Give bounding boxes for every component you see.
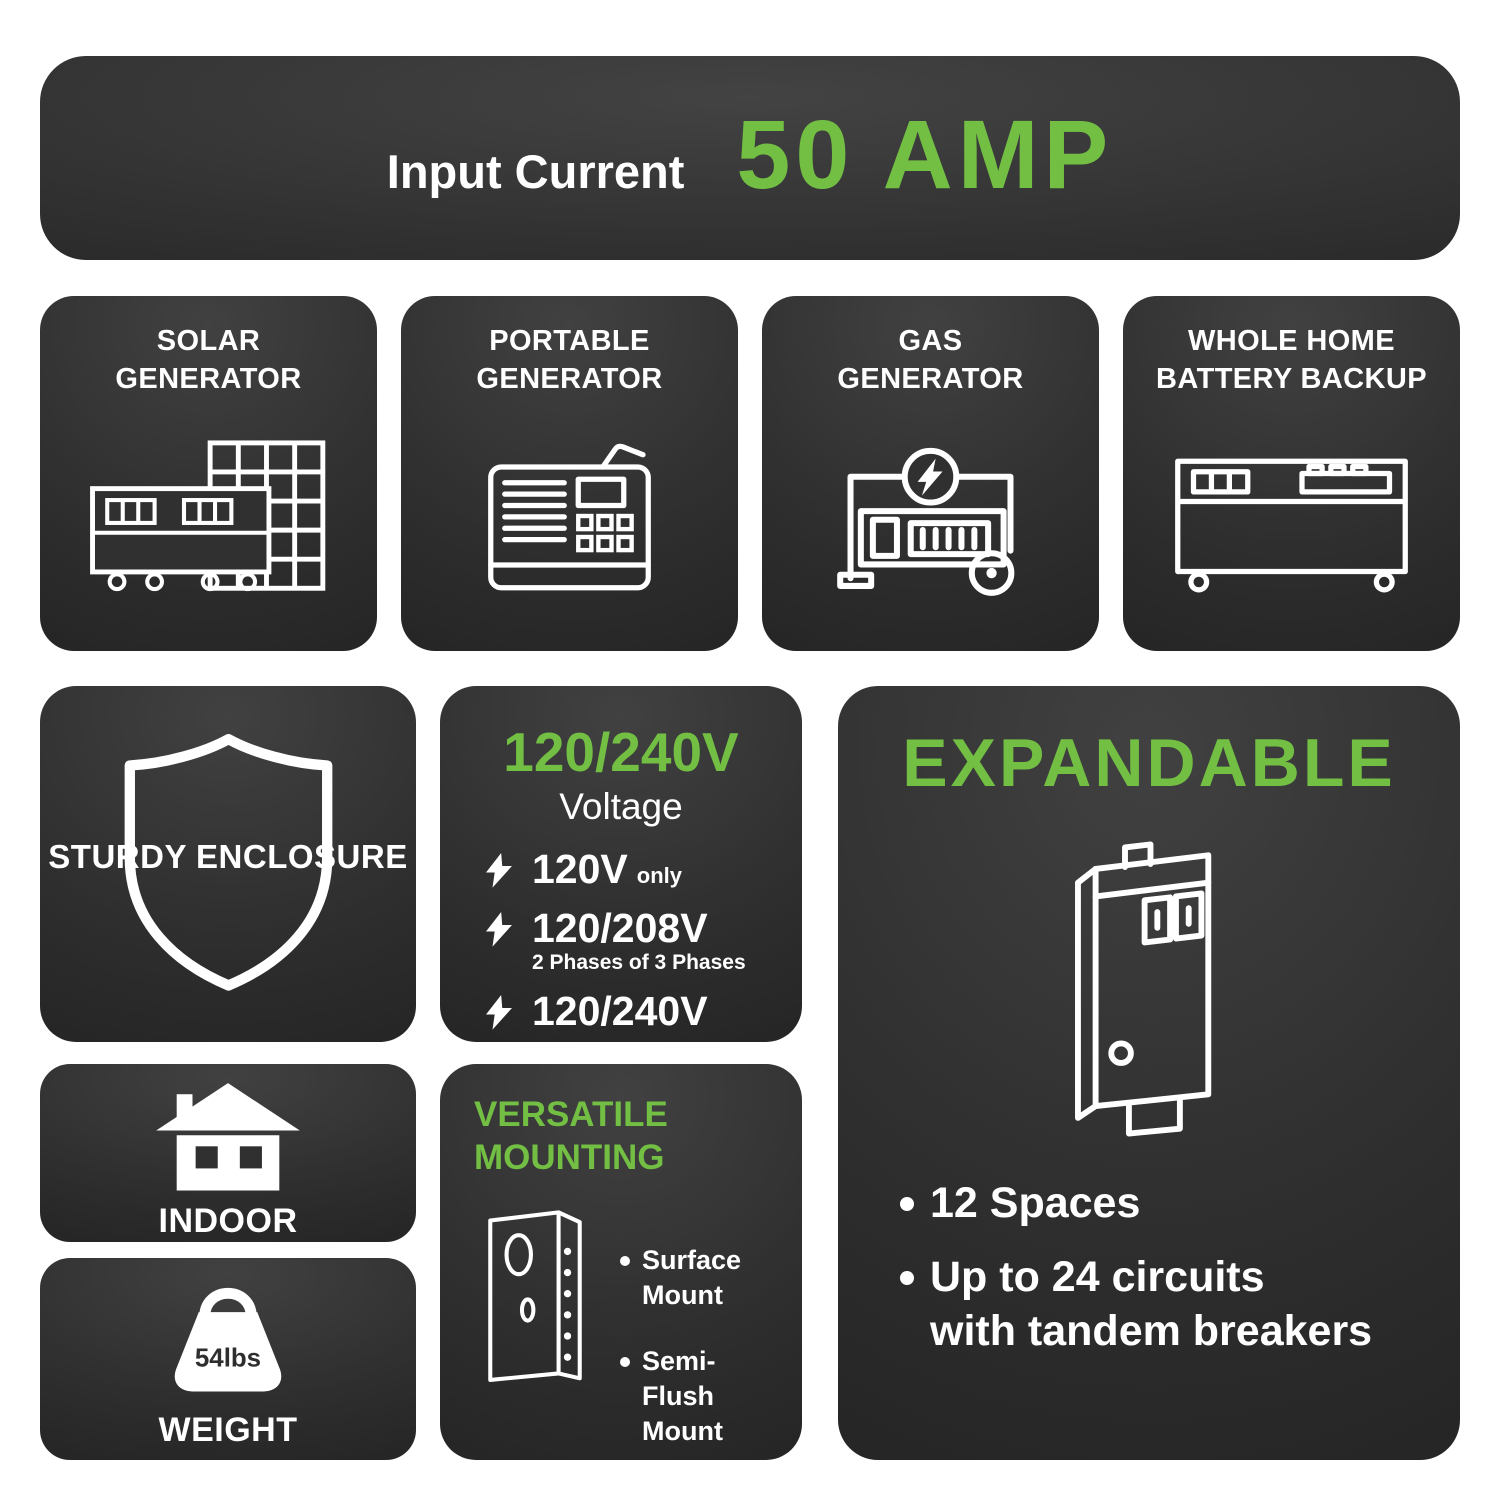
weight-label: WEIGHT [158,1410,298,1449]
voltage-option-sub: 2 Phases of 3 Phases [532,951,746,975]
mounting-content: Surface Mount Semi-Flush Mount [474,1201,768,1448]
card-title: WHOLE HOME BATTERY BACKUP [1156,325,1427,396]
voltage-option-suffix: only [636,863,682,888]
house-icon [156,1083,300,1191]
bullet-dot [620,1256,630,1267]
voltage-option-text: 120/240V [532,990,708,1033]
bullet-dot [900,1270,914,1285]
lightning-bolt-icon [486,995,512,1030]
whole-home-battery-card: WHOLE HOME BATTERY BACKUP [1123,296,1460,651]
voltage-option: 120/208V 2 Phases of 3 Phases [486,907,768,974]
voltage-option: 120V only [486,846,768,892]
weight-card: 54lbs WEIGHT [40,1258,416,1460]
voltage-options: 120V only 120/208V 2 Phases of 3 Phases 1… [474,846,768,1033]
portable-generator-card: PORTABLE GENERATOR [401,296,738,651]
indoor-label: INDOOR [158,1201,298,1240]
card-title: GAS GENERATOR [837,325,1024,396]
solar-generator-card: SOLAR GENERATOR [40,296,377,651]
card-title: SOLAR GENERATOR [115,325,302,396]
expandable-title: EXPANDABLE [902,725,1396,801]
lightning-bolt-icon [486,912,512,947]
banner-value: 50 AMP [736,100,1114,209]
circuit-breaker-icon [1074,841,1211,1137]
bullet-text: 12 Spaces [930,1179,1141,1228]
weight-icon: 54lbs [174,1288,282,1392]
list-item: Semi-Flush Mount [620,1344,768,1449]
banner-label: Input Current [386,145,685,198]
enclosure-label: STURDY ENCLOSURE [48,838,408,875]
versatile-mounting-card: VERSATILE MOUNTING [440,1064,802,1460]
icon-wrap [401,399,738,651]
bullet-text: Semi-Flush Mount [642,1345,723,1446]
bullet-dot [900,1197,914,1212]
whole-home-battery-icon [1175,458,1408,593]
voltage-option: 120/240V [486,990,768,1033]
voltage-option-text: 120V only [532,846,682,892]
voltage-value: 120/240V [503,721,739,783]
icon-wrap [40,399,377,651]
bullet-text: Surface Mount [642,1245,742,1311]
sturdy-enclosure-card: STURDY ENCLOSURE [40,686,416,1042]
card-title: PORTABLE GENERATOR [476,325,663,396]
voltage-option-main: 120/240V [532,988,708,1035]
mounting-bullets: Surface Mount Semi-Flush Mount [620,1243,768,1448]
list-item: Surface Mount [620,1243,768,1313]
icon-wrap [762,399,1099,651]
gas-generator-icon [837,447,1015,596]
weight-value: 54lbs [195,1344,261,1372]
expandable-bullets: 12 Spaces Up to 24 circuits with tandem … [900,1177,1460,1358]
solar-generator-icon [90,440,326,592]
lightning-bolt-icon [486,853,512,888]
mounting-title: VERSATILE MOUNTING [474,1095,668,1177]
voltage-card: 120/240V Voltage 120V only 120/208V 2 Pha… [440,686,802,1042]
indoor-card: INDOOR [40,1064,416,1242]
bullet-dot [620,1356,630,1367]
voltage-option-text: 120/208V 2 Phases of 3 Phases [532,907,746,974]
gas-generator-card: GAS GENERATOR [762,296,1099,651]
list-item: 12 Spaces [900,1177,1460,1231]
icon-wrap [1123,399,1460,651]
list-item: Up to 24 circuits with tandem breakers [900,1251,1460,1359]
portable-generator-icon [488,444,651,591]
voltage-option-main: 120V [532,846,628,892]
shield-icon [124,733,332,991]
voltage-label: Voltage [559,786,683,827]
mounting-panel-icon [488,1210,582,1383]
voltage-option-main: 120/208V [532,905,708,952]
input-current-banner: Input Current 50 AMP [40,56,1460,260]
bullet-text: Up to 24 circuits with tandem breakers [930,1252,1373,1355]
expandable-card: EXPANDABLE 12 Spaces Up to [838,686,1460,1460]
